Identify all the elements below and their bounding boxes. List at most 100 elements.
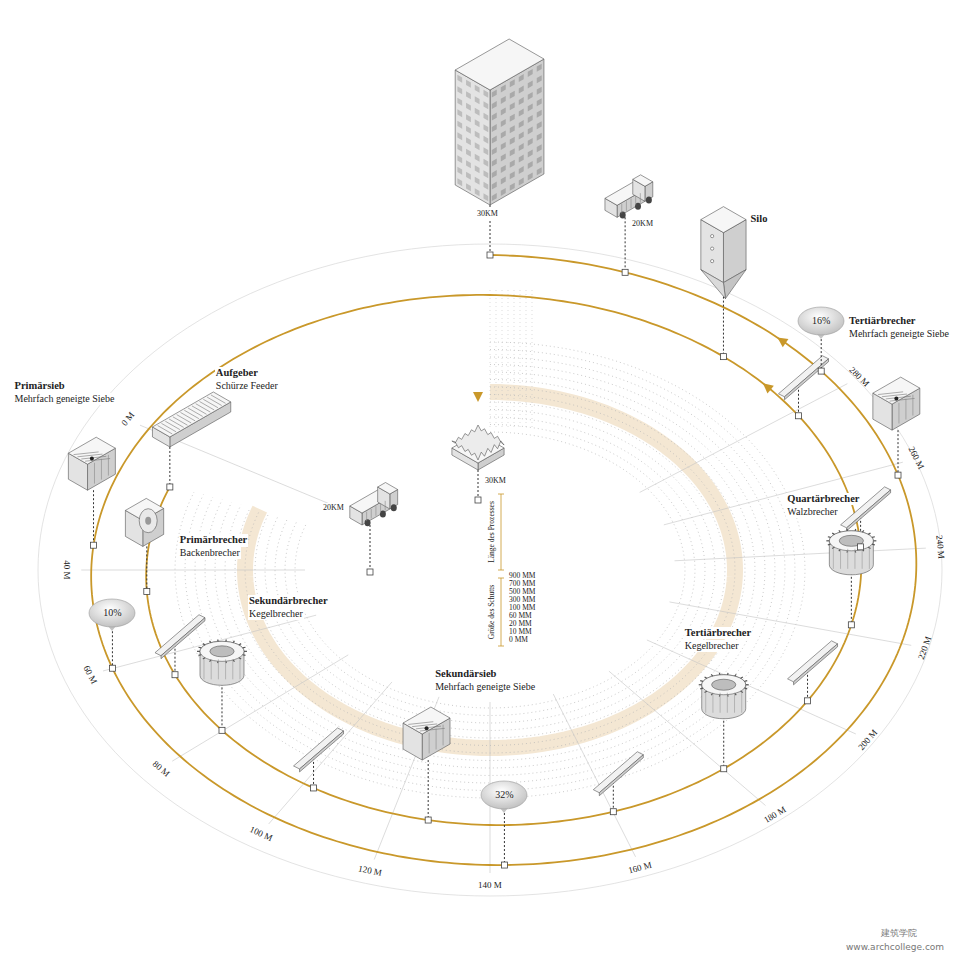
building-window bbox=[528, 172, 533, 180]
building-window bbox=[501, 96, 506, 104]
crusher-tooth bbox=[855, 529, 857, 531]
building-window bbox=[519, 143, 524, 151]
building-window bbox=[537, 121, 542, 129]
building-window bbox=[537, 75, 542, 83]
building-window bbox=[466, 160, 471, 168]
crusher-tooth bbox=[203, 658, 205, 659]
building-window bbox=[510, 148, 515, 156]
rubble-top bbox=[452, 425, 504, 460]
screen-rib bbox=[101, 459, 102, 480]
position-marker bbox=[721, 766, 727, 772]
position-marker bbox=[622, 269, 628, 275]
crusher-body bbox=[200, 641, 244, 685]
building-window bbox=[483, 124, 488, 132]
building-window bbox=[475, 188, 480, 196]
feeder-slat bbox=[184, 410, 199, 418]
building-window bbox=[510, 102, 515, 110]
building-window bbox=[483, 170, 488, 178]
building-window bbox=[483, 101, 488, 109]
building bbox=[455, 39, 544, 90]
truck-rib bbox=[640, 193, 641, 203]
axis-label: 500 MM bbox=[508, 588, 536, 596]
building-window bbox=[466, 149, 471, 157]
leader-line bbox=[146, 546, 147, 588]
crusher-tooth bbox=[239, 658, 241, 659]
crusher-rib bbox=[211, 659, 212, 679]
leader-line bbox=[504, 813, 505, 862]
crusher-tooth bbox=[868, 547, 870, 548]
building-window bbox=[519, 166, 524, 174]
flywheel bbox=[139, 509, 157, 533]
crusher-opening bbox=[712, 679, 736, 690]
screen-deck bbox=[77, 454, 102, 457]
building-window bbox=[537, 144, 542, 152]
position-marker bbox=[144, 588, 150, 594]
building-window bbox=[510, 171, 515, 179]
machine-type: Kegelbrecher bbox=[248, 608, 304, 620]
position-marker bbox=[167, 484, 173, 490]
ring-distance: 260 M bbox=[905, 444, 926, 472]
drawing bbox=[38, 39, 942, 896]
dotted-ring bbox=[265, 410, 715, 731]
building-window bbox=[528, 149, 533, 157]
radial-spoke bbox=[269, 682, 392, 824]
building-window bbox=[483, 193, 488, 201]
silo-hopper bbox=[723, 270, 746, 299]
crusher-rib bbox=[727, 693, 728, 713]
crusher-tooth bbox=[832, 533, 834, 534]
building-window bbox=[510, 79, 515, 87]
ring-distance: 240 M bbox=[933, 534, 946, 561]
crusher-top bbox=[829, 531, 873, 551]
crusher-tooth bbox=[741, 691, 743, 692]
feeder-slat bbox=[196, 404, 211, 412]
truck-rib bbox=[631, 199, 632, 209]
building-window bbox=[528, 69, 533, 77]
feeder-slat bbox=[192, 406, 207, 414]
crusher-top bbox=[702, 675, 746, 695]
conveyor bbox=[788, 641, 838, 682]
building-window bbox=[475, 108, 480, 116]
building-window bbox=[537, 64, 542, 72]
crusher-rib bbox=[705, 693, 706, 713]
screen-deck bbox=[882, 394, 907, 397]
building-window bbox=[510, 183, 515, 191]
distance-label: 20KM bbox=[322, 503, 345, 513]
feeder-slat bbox=[177, 415, 192, 423]
position-marker bbox=[720, 354, 726, 360]
axis-tick bbox=[498, 578, 504, 579]
crusher-tooth bbox=[244, 651, 247, 652]
crusher-tooth bbox=[699, 684, 702, 685]
process-spiral bbox=[91, 255, 916, 865]
crusher-tooth bbox=[203, 644, 205, 645]
flow-arrow bbox=[763, 383, 774, 393]
building-window bbox=[457, 109, 462, 117]
axis-tick bbox=[498, 646, 504, 647]
crusher-tooth bbox=[711, 693, 713, 695]
dotted-ring bbox=[295, 432, 685, 708]
truck-rib bbox=[371, 509, 372, 519]
position-marker bbox=[610, 809, 616, 815]
radial-spoke bbox=[664, 462, 903, 525]
building-window bbox=[466, 137, 471, 145]
silo-hopper bbox=[701, 270, 726, 299]
building-window bbox=[466, 103, 471, 111]
building-window bbox=[537, 156, 542, 164]
position-marker bbox=[487, 252, 493, 258]
crusher-rib bbox=[840, 549, 841, 569]
building-window bbox=[519, 74, 524, 82]
crusher-tooth bbox=[744, 688, 747, 690]
leader-line bbox=[613, 782, 614, 809]
feeder-slat bbox=[180, 412, 195, 420]
building-window bbox=[537, 110, 542, 118]
building-window bbox=[457, 121, 462, 129]
leader-line bbox=[807, 671, 808, 698]
crusher-tooth bbox=[832, 547, 834, 548]
building-window bbox=[501, 107, 506, 115]
building-window bbox=[519, 120, 524, 128]
flow-arrow bbox=[777, 337, 788, 347]
crusher-tooth bbox=[705, 691, 707, 692]
radial-spoke bbox=[647, 640, 856, 734]
axis-label: 0 MM bbox=[508, 636, 529, 644]
axis-label: 100 MM bbox=[508, 604, 536, 612]
bubble-outline bbox=[481, 781, 527, 809]
